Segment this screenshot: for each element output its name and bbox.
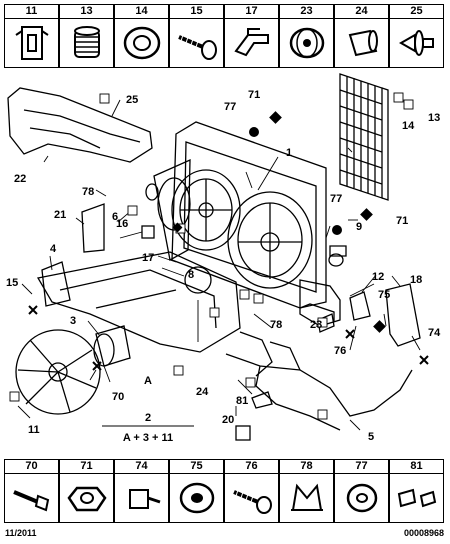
footer-code: 00008968 [403, 528, 444, 538]
rubber-washer-icon [179, 482, 215, 514]
part-number: 25 [390, 5, 443, 19]
part-number: 74 [115, 460, 168, 474]
radiator-drawing [339, 73, 389, 201]
callout-1: 1 [286, 147, 292, 159]
callout-13: 13 [428, 112, 440, 124]
callout-16: 16 [116, 218, 128, 230]
part-cell-81: 81 [389, 459, 444, 523]
spring-clip-icon [291, 483, 323, 511]
callout-9: 9 [356, 221, 362, 233]
callout-71-right: 71 [396, 215, 408, 227]
callout-6: 6 [112, 211, 118, 223]
part-cell-78: 78 [279, 459, 334, 523]
exploded-diagram: 1 6 3 4 5 8 9 11 12 13 14 15 16 17 18 20… [6, 73, 441, 444]
part-number: 70 [5, 460, 58, 474]
part-cell-15: 15 [169, 4, 224, 68]
callout-77-right: 77 [330, 193, 342, 205]
fan-motor-drawing [95, 325, 131, 367]
callout-18: 18 [410, 274, 422, 286]
callout-22: 22 [14, 173, 26, 185]
callout-70: 70 [112, 391, 124, 403]
callout-5: 5 [368, 431, 374, 443]
push-clip-icon [398, 30, 434, 56]
fan-blade-drawing [15, 329, 101, 415]
callout-78-mid: 78 [270, 319, 282, 331]
callout-4: 4 [50, 243, 57, 255]
part-number: 14 [115, 5, 168, 19]
callout-76: 76 [334, 345, 346, 357]
part-cell-25: 25 [389, 4, 444, 68]
rubber-mount-icon [348, 29, 378, 57]
clip-icon [15, 26, 49, 60]
part-cell-77: 77 [334, 459, 389, 523]
part-number: 17 [225, 5, 278, 19]
part-cell-74: 74 [114, 459, 169, 523]
self-tapping-screw-icon [233, 489, 272, 514]
part-number: 15 [170, 5, 223, 19]
part-number: 78 [280, 460, 333, 474]
part-cell-75: 75 [169, 459, 224, 523]
grommet-icon [289, 27, 325, 59]
fan-shroud-drawing [171, 121, 335, 322]
part-cell-71: 71 [59, 459, 114, 523]
part-number: 24 [335, 5, 388, 19]
part-number: 23 [280, 5, 333, 19]
part-number: 75 [170, 460, 223, 474]
part-number: 11 [5, 5, 58, 19]
footer-date: 11/2011 [5, 528, 37, 538]
callout-11: 11 [28, 424, 40, 436]
callout-8: 8 [188, 269, 194, 281]
part-number: 77 [335, 460, 388, 474]
part-cell-23: 23 [279, 4, 334, 68]
part-cell-13: 13 [59, 4, 114, 68]
part-number: 76 [225, 460, 278, 474]
part-number: 81 [390, 460, 443, 474]
formula-expression: A + 3 + 11 [123, 432, 173, 444]
air-duct-drawing [7, 87, 153, 163]
part-cell-24: 24 [334, 4, 389, 68]
callout-3: 3 [70, 315, 76, 327]
callout-A: A [144, 375, 152, 387]
screw-icon [178, 34, 217, 60]
callout-74: 74 [428, 327, 441, 339]
callout-15: 15 [6, 277, 18, 289]
callout-25: 25 [126, 94, 138, 106]
formula-number: 2 [145, 412, 151, 424]
callout-77-top: 77 [224, 101, 236, 113]
callout-12: 12 [372, 271, 384, 283]
part-cell-14: 14 [114, 4, 169, 68]
callout-14: 14 [402, 120, 415, 132]
part-cell-70: 70 [4, 459, 59, 523]
callout-20: 20 [222, 414, 234, 426]
bottom-parts-strip: 70 71 74 75 76 78 [4, 459, 446, 523]
threaded-plug-icon [74, 26, 100, 58]
cable-connector-icon [397, 488, 437, 508]
clip-nut-icon [129, 489, 161, 509]
callout-78-left: 78 [82, 186, 94, 198]
bracket-icon [234, 28, 269, 57]
callout-24: 24 [196, 386, 209, 398]
callout-71-top: 71 [248, 89, 260, 101]
flat-washer-icon [346, 483, 378, 513]
callout-75: 75 [378, 289, 390, 301]
callout-81: 81 [236, 395, 248, 407]
part-number: 71 [60, 460, 113, 474]
washer-icon [123, 26, 161, 60]
nut-icon [67, 486, 107, 512]
callout-17: 17 [142, 252, 154, 264]
callout-23: 23 [310, 319, 322, 331]
top-parts-strip: 11 13 14 15 17 2 [4, 4, 446, 68]
callout-21: 21 [54, 209, 66, 221]
under-tray-drawing [36, 251, 241, 353]
part-cell-76: 76 [224, 459, 279, 523]
part-cell-17: 17 [224, 4, 279, 68]
part-cell-11: 11 [4, 4, 59, 68]
part-number: 13 [60, 5, 113, 19]
bolt-icon [13, 490, 50, 512]
